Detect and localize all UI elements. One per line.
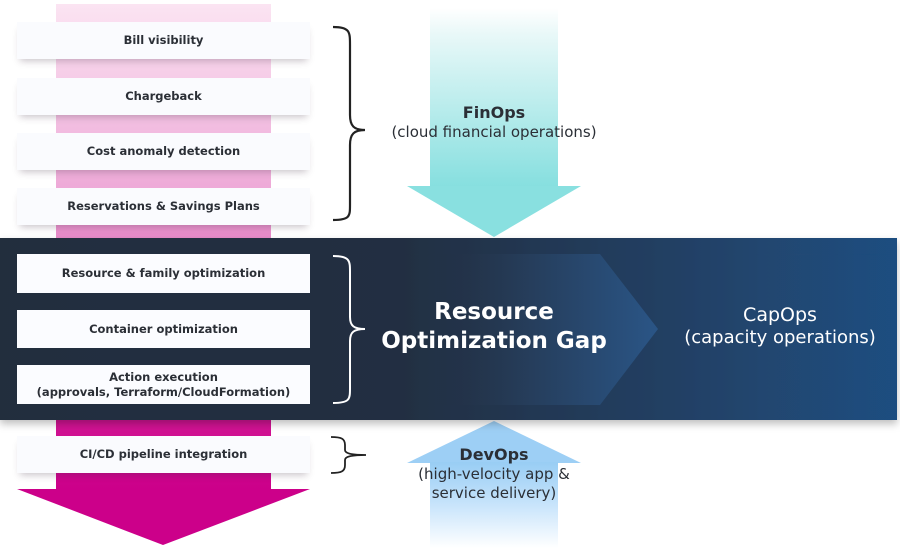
card-label: CI/CD pipeline integration [79, 447, 248, 461]
card-label: Action execution [109, 369, 218, 384]
devops-arrow-shaft [430, 462, 558, 548]
devops-title: DevOps [459, 445, 529, 464]
card-chargeback: Chargeback [17, 78, 310, 115]
capops-title: CapOps [743, 304, 817, 326]
card-cost-anomaly-detection: Cost anomaly detection [17, 133, 310, 170]
pink-arrow-head [17, 489, 310, 545]
card-label: Reservations & Savings Plans [67, 199, 260, 213]
devops-subtitle-line-1: (high-velocity app & [418, 465, 570, 483]
card-container-optimization: Container optimization [17, 310, 310, 348]
capops-subtitle: (capacity operations) [684, 327, 876, 348]
devops-arrow-head [407, 421, 581, 463]
devops-label: DevOps (high-velocity app & service deli… [394, 444, 594, 503]
finops-subtitle: (cloud financial operations) [391, 123, 597, 141]
card-label: Resource & family optimization [61, 266, 266, 280]
card-sublabel: (approvals, Terraform/CloudFormation) [36, 384, 291, 399]
optimization-gap-label: Resource Optimization Gap [375, 298, 613, 356]
finops-title: FinOps [462, 103, 526, 122]
devops-brace-icon [330, 436, 367, 474]
card-label: Chargeback [125, 89, 202, 103]
gap-line-2: Optimization Gap [381, 328, 607, 354]
card-action-execution: Action execution (approvals, Terraform/C… [17, 365, 310, 404]
finops-brace-icon [332, 25, 366, 222]
optimization-gap-chevron [430, 254, 658, 405]
card-label: Container optimization [89, 321, 238, 336]
finops-arrow [407, 8, 581, 237]
card-resource-family-optimization: Resource & family optimization [17, 254, 310, 293]
devops-subtitle-line-2: service delivery) [431, 484, 557, 502]
card-reservations-savings-plans: Reservations & Savings Plans [17, 188, 310, 225]
finops-label: FinOps (cloud financial operations) [370, 102, 618, 142]
card-cicd-pipeline-integration: CI/CD pipeline integration [17, 436, 310, 473]
devops-arrow [407, 421, 581, 548]
capops-brace-icon [332, 255, 366, 404]
card-label: Bill visibility [123, 33, 204, 47]
capops-label: CapOps (capacity operations) [665, 304, 895, 349]
card-bill-visibility: Bill visibility [17, 22, 310, 59]
finops-arrow-shaft [430, 8, 558, 187]
finops-arrow-head [407, 186, 581, 237]
gap-line-1: Resource [434, 299, 554, 325]
card-label: Cost anomaly detection [86, 144, 241, 158]
